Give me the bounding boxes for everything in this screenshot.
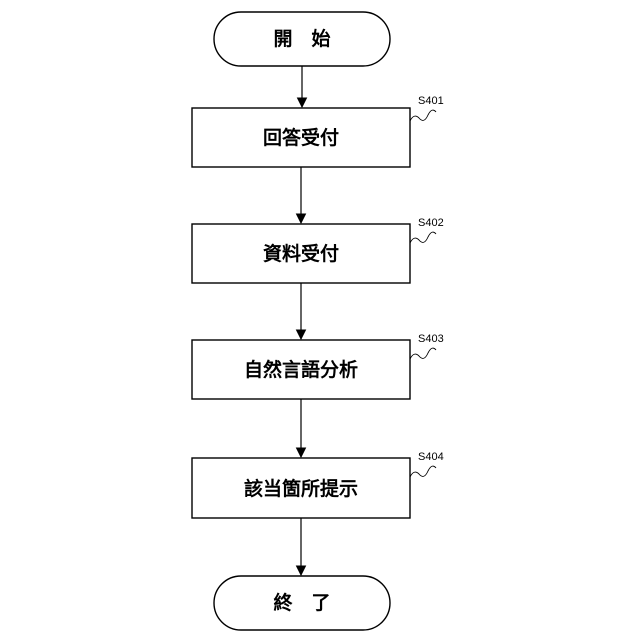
start-label: 開 始 bbox=[273, 27, 330, 50]
leader-squiggle-s402 bbox=[410, 232, 436, 243]
step-id-s404: S404 bbox=[418, 451, 444, 463]
process-step-s401: 回答受付 S401 bbox=[192, 95, 444, 167]
process-step-s403: 自然言語分析 S403 bbox=[192, 333, 444, 399]
process-label-s404: 該当箇所提示 bbox=[244, 477, 358, 500]
step-id-s401: S401 bbox=[418, 95, 444, 107]
leader-squiggle-s401 bbox=[410, 110, 436, 121]
leader-squiggle-s404 bbox=[410, 466, 436, 477]
process-label-s402: 資料受付 bbox=[263, 242, 339, 265]
end-label: 終 了 bbox=[273, 591, 330, 614]
process-step-s404: 該当箇所提示 S404 bbox=[192, 451, 444, 518]
start-node: 開 始 bbox=[214, 12, 390, 66]
end-node: 終 了 bbox=[214, 576, 390, 630]
process-step-s402: 資料受付 S402 bbox=[192, 217, 444, 283]
process-label-s403: 自然言語分析 bbox=[244, 358, 358, 381]
leader-squiggle-s403 bbox=[410, 348, 436, 359]
step-id-s402: S402 bbox=[418, 217, 444, 229]
step-id-s403: S403 bbox=[418, 333, 444, 345]
process-label-s401: 回答受付 bbox=[263, 126, 339, 149]
